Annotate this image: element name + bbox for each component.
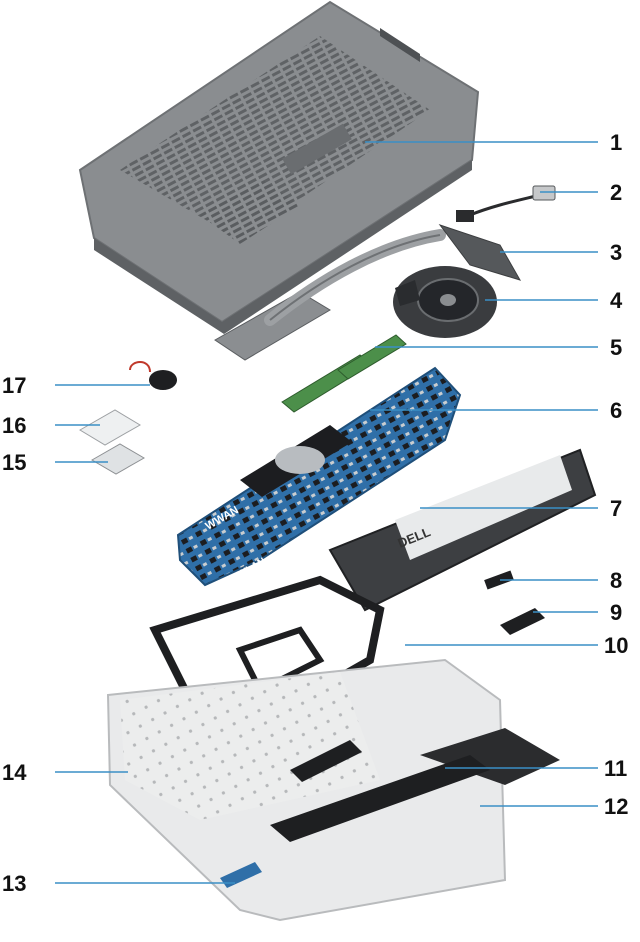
callout-7: 7 — [610, 496, 622, 521]
callout-5: 5 — [610, 335, 622, 360]
speaker-left — [290, 740, 362, 782]
callout-16: 16 — [2, 413, 26, 438]
system-fan — [393, 266, 497, 338]
callout-12: 12 — [604, 794, 628, 819]
callout-2: 2 — [610, 180, 622, 205]
leader-lines — [55, 141, 598, 884]
callout-3: 3 — [610, 240, 622, 265]
callout-8: 8 — [610, 568, 622, 593]
fingerprint-reader — [220, 862, 262, 888]
callout-4: 4 — [610, 288, 623, 313]
wwan-card — [91, 443, 145, 475]
palmrest-keyboard — [106, 658, 507, 922]
dc-in-port — [456, 185, 556, 222]
callout-9: 9 — [610, 600, 622, 625]
wireless-card — [79, 409, 141, 446]
system-board: WWAN WLAN — [176, 366, 462, 587]
callout-11: 11 — [604, 756, 627, 781]
speaker-right — [500, 608, 545, 635]
base-cover — [78, 0, 480, 334]
callout-15: 15 — [2, 450, 26, 475]
heat-sink — [214, 224, 522, 361]
touchpad-buttons — [270, 728, 560, 842]
callout-6: 6 — [610, 398, 622, 423]
battery-cable — [484, 570, 514, 590]
callout-17: 17 — [2, 373, 26, 398]
callout-labels: 1 2 3 4 5 6 7 8 9 10 11 12 13 14 15 16 1… — [2, 130, 628, 896]
callout-10: 10 — [604, 633, 628, 658]
callout-13: 13 — [2, 871, 26, 896]
coin-cell-battery — [129, 361, 177, 390]
callout-14: 14 — [2, 760, 27, 785]
callout-1: 1 — [610, 130, 622, 155]
